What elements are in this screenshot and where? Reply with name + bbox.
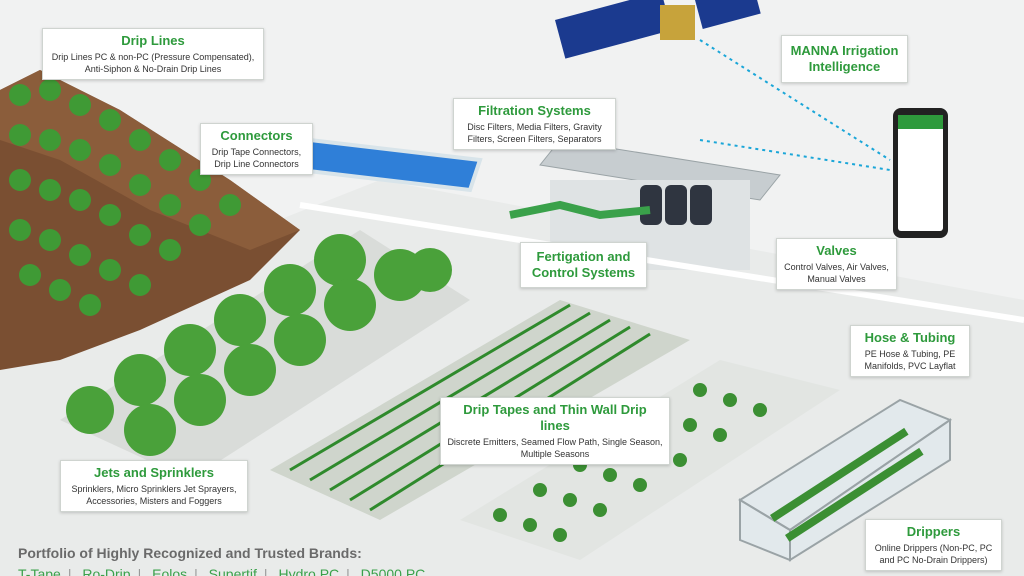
label-jets-sprinklers: Jets and Sprinklers Sprinklers, Micro Sp… xyxy=(60,460,248,512)
orchard-trees xyxy=(66,234,452,456)
label-desc: Sprinklers, Micro Sprinklers Jet Sprayer… xyxy=(71,484,237,506)
label-title: Drippers xyxy=(906,524,961,539)
label-hose-tubing: Hose & Tubing PE Hose & Tubing, PE Manif… xyxy=(850,325,970,377)
label-drip-tapes: Drip Tapes and Thin Wall Drip lines Disc… xyxy=(440,397,670,465)
label-desc: Discrete Emitters, Seamed Flow Path, Sin… xyxy=(447,437,663,459)
label-drip-lines: Drip Lines Drip Lines PC & non-PC (Press… xyxy=(42,28,264,80)
label-desc: Online Drippers (Non-PC, PC and PC No-Dr… xyxy=(874,543,993,565)
satellite xyxy=(555,0,761,59)
brands-title: Portfolio of Highly Recognized and Trust… xyxy=(18,545,362,561)
brand-item: T-Tape xyxy=(18,566,61,576)
label-manna: MANNA Irrigation Intelligence xyxy=(781,35,908,83)
brand-item: Hydro PC xyxy=(278,566,340,576)
filtration-tanks xyxy=(640,185,712,225)
label-title: Connectors xyxy=(220,128,293,143)
label-filtration: Filtration Systems Disc Filters, Media F… xyxy=(453,98,616,150)
brand-item: Ro-Drip xyxy=(82,566,131,576)
label-drippers: Drippers Online Drippers (Non-PC, PC and… xyxy=(865,519,1002,571)
label-valves: Valves Control Valves, Air Valves, Manua… xyxy=(776,238,897,290)
label-title: Drip Tapes and Thin Wall Drip lines xyxy=(463,402,647,433)
hill-trees xyxy=(9,79,241,316)
label-title: Fertigation and Control Systems xyxy=(531,249,636,280)
label-desc: Control Valves, Air Valves, Manual Valve… xyxy=(784,262,889,284)
signal-line-2 xyxy=(699,139,891,171)
signal-line-1 xyxy=(699,39,891,161)
filter-pipes xyxy=(509,200,651,220)
brand-item: D5000 PC xyxy=(360,566,426,576)
brands-list: T-Tape| Ro-Drip| Eolos| Supertif| Hydro … xyxy=(18,566,425,576)
label-title: Drip Lines xyxy=(121,33,185,48)
label-desc: PE Hose & Tubing, PE Manifolds, PVC Layf… xyxy=(864,349,956,371)
label-connectors: Connectors Drip Tape Connectors, Drip Li… xyxy=(200,123,313,175)
label-title: Filtration Systems xyxy=(478,103,591,118)
label-fertigation: Fertigation and Control Systems xyxy=(520,242,647,288)
brand-item: Supertif xyxy=(208,566,257,576)
label-title: Valves xyxy=(816,243,857,258)
label-desc: Disc Filters, Media Filters, Gravity Fil… xyxy=(467,122,602,144)
label-title: MANNA Irrigation Intelligence xyxy=(790,43,899,74)
label-desc: Drip Tape Connectors, Drip Line Connecto… xyxy=(211,147,302,169)
main-pipe xyxy=(299,202,1024,323)
label-desc: Drip Lines PC & non-PC (Pressure Compens… xyxy=(51,52,255,74)
label-title: Hose & Tubing xyxy=(864,330,956,345)
label-title: Jets and Sprinklers xyxy=(94,465,214,480)
brand-item: Eolos xyxy=(152,566,188,576)
greenhouse-plants xyxy=(770,427,924,542)
